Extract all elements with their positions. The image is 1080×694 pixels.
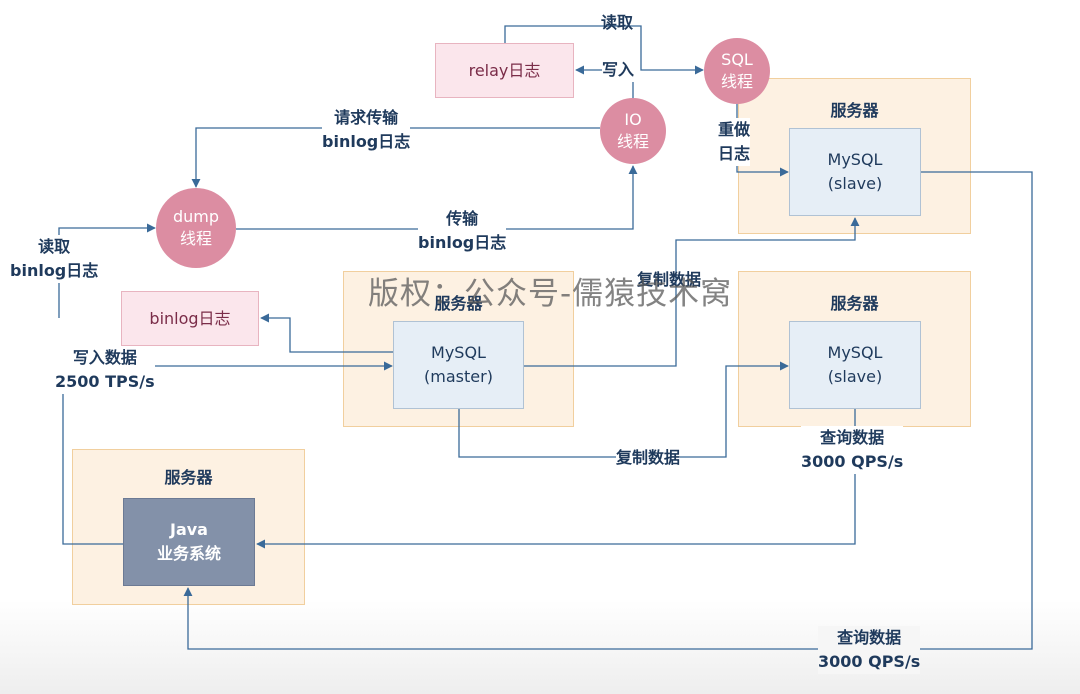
node-line-1: MySQL [431, 343, 486, 362]
server-master: 服务器 [343, 271, 574, 427]
label-line-1: 查询数据 [820, 428, 885, 447]
label-line-1: 查询数据 [837, 628, 902, 647]
node-line-1: Java [170, 520, 208, 539]
label-query-bottom: 查询数据 3000 QPS/s [818, 626, 921, 674]
node-line-1: MySQL [827, 150, 883, 169]
label-line-1: 写入数据 [72, 348, 137, 367]
edge-java-to-master [62, 361, 393, 545]
server-title: 服务器 [830, 101, 879, 120]
label-line-2: 3000 QPS/s [818, 652, 921, 671]
java-business-system: Java 业务系统 [123, 498, 255, 586]
label-redo-log: 重做 日志 [718, 118, 751, 166]
node-line-2: (master) [424, 367, 493, 386]
io-thread: IO 线程 [600, 98, 666, 164]
mysql-master: MySQL (master) [393, 321, 524, 409]
label-copy-data-bottom: 复制数据 [616, 446, 681, 470]
binlog-log: binlog日志 [121, 291, 259, 346]
edge-io-to-dump [191, 127, 600, 188]
label-read-binlog: 读取 binlog日志 [10, 235, 99, 283]
label-write: 写入 [602, 58, 635, 82]
relay-log: relay日志 [435, 43, 574, 98]
server-title: 服务器 [830, 294, 879, 313]
node-line-1: SQL [721, 50, 753, 69]
node-line-2: (slave) [827, 367, 883, 386]
label-transfer: 传输 binlog日志 [418, 207, 507, 255]
node-line-2: 业务系统 [156, 544, 221, 563]
label-line-1: 重做 [718, 120, 751, 139]
node-line-1: IO [624, 110, 642, 129]
node-line-1: MySQL [827, 343, 883, 362]
label-line-1: 读取 [38, 237, 71, 256]
dump-thread: dump 线程 [156, 188, 236, 268]
edge-slave-mid-to-java [256, 409, 856, 549]
node-label: binlog日志 [149, 308, 231, 328]
label-line-2: 日志 [718, 144, 751, 163]
edge-master-to-slave-mid [458, 361, 789, 458]
node-label: relay日志 [468, 60, 541, 80]
label-line-1: 请求传输 [334, 108, 399, 127]
label-line-2: binlog日志 [322, 132, 411, 151]
label-request-transfer: 请求传输 binlog日志 [322, 106, 411, 154]
node-line-1: dump [172, 207, 220, 226]
label-line-2: binlog日志 [10, 261, 99, 280]
sql-thread: SQL 线程 [704, 38, 770, 104]
edge-dump-to-io [236, 165, 638, 230]
label-write-data: 写入数据 2500 TPS/s [55, 346, 155, 394]
mysql-slave-mid: MySQL (slave) [789, 321, 921, 409]
watermark: 版权：公众号-儒猿技术窝 [368, 276, 733, 312]
edge-master-to-binlog [260, 313, 393, 353]
node-line-2: (slave) [827, 174, 883, 193]
label-line-2: 3000 QPS/s [801, 452, 904, 471]
edge-binlog-to-dump [58, 223, 156, 318]
server-title: 服务器 [434, 294, 483, 313]
edge-relay-to-sql [504, 25, 704, 75]
node-line-2: 线程 [720, 72, 753, 91]
edge-slave-top-to-java [183, 171, 1033, 650]
label-line-1: 传输 [446, 209, 479, 228]
label-line-2: binlog日志 [418, 233, 507, 252]
label-copy-data-top: 复制数据 [637, 270, 702, 289]
label-query-mid: 查询数据 3000 QPS/s [801, 426, 904, 474]
node-line-2: 线程 [616, 132, 649, 151]
label-read: 读取 [601, 13, 634, 32]
label-line-2: 2500 TPS/s [55, 372, 155, 391]
mysql-slave-top: MySQL (slave) [789, 128, 921, 216]
server-title: 服务器 [164, 468, 213, 487]
edge-master-to-slave-top [524, 217, 860, 367]
node-line-2: 线程 [179, 229, 212, 248]
